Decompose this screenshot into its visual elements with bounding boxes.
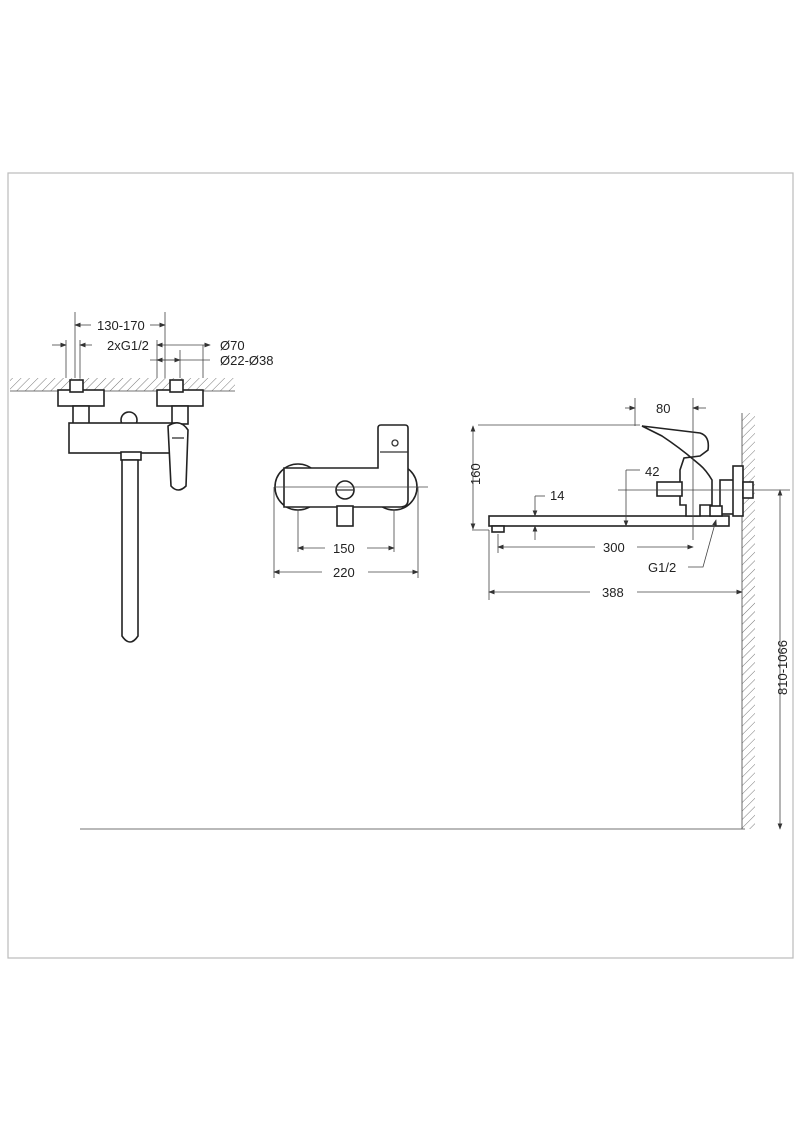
dim-thread: G1/2 bbox=[648, 560, 676, 575]
dim-height: 160 bbox=[468, 463, 483, 485]
wall-hatch-side bbox=[742, 413, 755, 829]
side-view: 80 160 42 14 300 G1/2 388 810-1066 bbox=[80, 398, 790, 830]
dim-outlet: 42 bbox=[645, 464, 659, 479]
top-view: 150 220 bbox=[273, 424, 428, 580]
dim-inner: 150 bbox=[333, 541, 355, 556]
dim-pipe: Ø22-Ø38 bbox=[220, 353, 273, 368]
wall-hatch-top bbox=[10, 378, 235, 391]
dim-mount-height: 810-1066 bbox=[775, 640, 790, 695]
dim-spacing: 130-170 bbox=[97, 318, 145, 333]
dim-rosette: Ø70 bbox=[220, 338, 245, 353]
dim-inlets: 2xG1/2 bbox=[107, 338, 149, 353]
dim-total-reach: 388 bbox=[602, 585, 624, 600]
dim-spout-reach: 300 bbox=[603, 540, 625, 555]
dim-spout-thickness: 14 bbox=[550, 488, 564, 503]
front-view: 130-170 2xG1/2 Ø70 Ø22-Ø38 bbox=[10, 312, 273, 643]
drawing-frame bbox=[7, 172, 794, 959]
dim-outer: 220 bbox=[333, 565, 355, 580]
dim-handle: 80 bbox=[656, 401, 670, 416]
